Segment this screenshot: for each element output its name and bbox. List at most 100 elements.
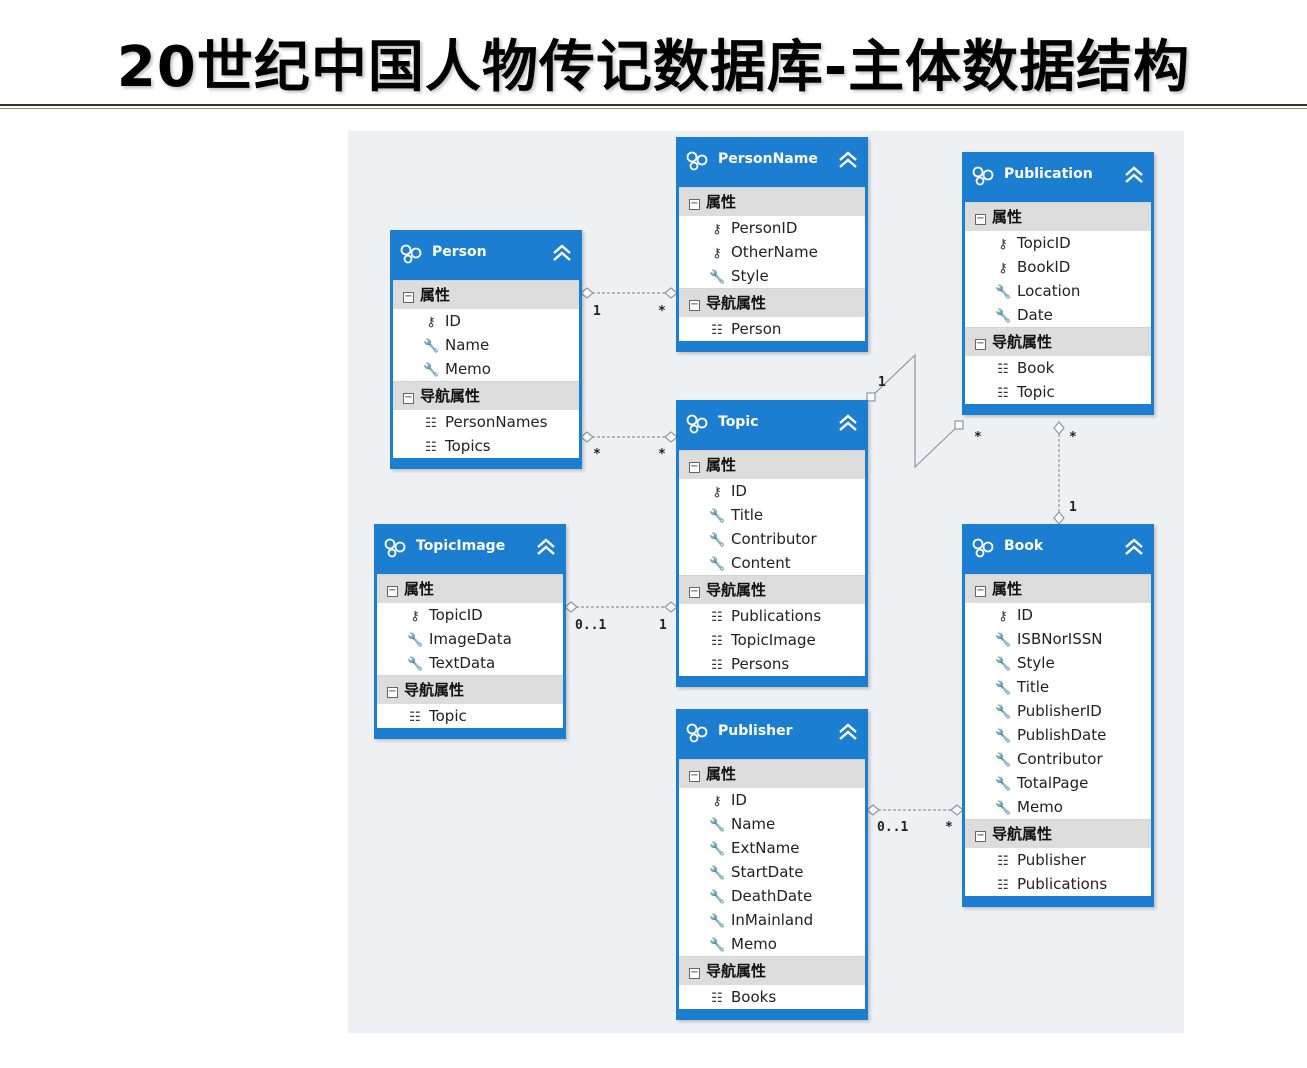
collapse-chevron-icon[interactable] — [535, 536, 557, 558]
section-navigation[interactable]: −导航属性 — [393, 381, 579, 410]
entity-header[interactable]: Book — [965, 527, 1151, 574]
property-row[interactable]: 🔧Contributor — [679, 527, 865, 551]
property-row[interactable]: ⚷TopicID — [377, 603, 563, 627]
section-properties[interactable]: −属性 — [377, 574, 563, 603]
entity-header[interactable]: Topic — [679, 403, 865, 450]
property-row[interactable]: 🔧Content — [679, 551, 865, 575]
property-row[interactable]: ⚷TopicID — [965, 231, 1151, 255]
property-row[interactable]: 🔧Date — [965, 303, 1151, 327]
collapse-minus-icon[interactable]: − — [403, 291, 414, 303]
property-row[interactable]: 🔧Location — [965, 279, 1151, 303]
property-row[interactable]: ⚷ID — [679, 788, 865, 812]
collapse-minus-icon[interactable]: − — [689, 198, 700, 210]
collapse-minus-icon[interactable]: − — [387, 686, 398, 698]
section-navigation[interactable]: −导航属性 — [377, 675, 563, 704]
entity-icon — [686, 414, 708, 434]
collapse-minus-icon[interactable]: − — [403, 392, 414, 404]
property-row[interactable]: 🔧Style — [965, 651, 1151, 675]
nav-property-row[interactable]: ☷Topic — [965, 380, 1151, 404]
section-properties[interactable]: −属性 — [679, 187, 865, 216]
property-name: Date — [1017, 306, 1053, 324]
property-row[interactable]: ⚷ID — [679, 479, 865, 503]
entity-topicimage[interactable]: TopicImage−属性⚷TopicID🔧ImageData🔧TextData… — [374, 524, 566, 739]
section-properties[interactable]: −属性 — [965, 202, 1151, 231]
nav-property-row[interactable]: ☷Persons — [679, 652, 865, 676]
wrench-icon: 🔧 — [423, 339, 440, 354]
entity-header[interactable]: Publication — [965, 155, 1151, 202]
property-row[interactable]: 🔧InMainland — [679, 908, 865, 932]
entity-person[interactable]: Person−属性⚷ID🔧Name🔧Memo−导航属性☷PersonNames☷… — [390, 230, 582, 469]
nav-property-row[interactable]: ☷PersonNames — [393, 410, 579, 434]
property-row[interactable]: 🔧Memo — [965, 795, 1151, 819]
property-row[interactable]: 🔧DeathDate — [679, 884, 865, 908]
property-row[interactable]: 🔧Style — [679, 264, 865, 288]
collapse-minus-icon[interactable]: − — [689, 586, 700, 598]
property-row[interactable]: 🔧Memo — [393, 357, 579, 381]
section-navigation[interactable]: −导航属性 — [679, 288, 865, 317]
property-row[interactable]: 🔧PublisherID — [965, 699, 1151, 723]
nav-property-row[interactable]: ☷Books — [679, 985, 865, 1009]
entity-book[interactable]: Book−属性⚷ID🔧ISBNorISSN🔧Style🔧Title🔧Publis… — [962, 524, 1154, 907]
collapse-minus-icon[interactable]: − — [689, 967, 700, 979]
collapse-chevron-icon[interactable] — [837, 412, 859, 434]
property-name: Title — [731, 506, 764, 524]
property-row[interactable]: ⚷ID — [393, 309, 579, 333]
entity-header[interactable]: Person — [393, 233, 579, 280]
property-row[interactable]: 🔧ImageData — [377, 627, 563, 651]
section-properties[interactable]: −属性 — [679, 759, 865, 788]
property-row[interactable]: 🔧ISBNorISSN — [965, 627, 1151, 651]
section-navigation[interactable]: −导航属性 — [679, 575, 865, 604]
collapse-minus-icon[interactable]: − — [975, 213, 986, 225]
collapse-minus-icon[interactable]: − — [975, 338, 986, 350]
nav-property-row[interactable]: ☷Publications — [965, 872, 1151, 896]
collapse-chevron-icon[interactable] — [837, 721, 859, 743]
nav-property-row[interactable]: ☷Publications — [679, 604, 865, 628]
collapse-chevron-icon[interactable] — [837, 149, 859, 171]
property-row[interactable]: 🔧Memo — [679, 932, 865, 956]
property-row[interactable]: 🔧Title — [965, 675, 1151, 699]
property-row[interactable]: 🔧Name — [393, 333, 579, 357]
property-row[interactable]: 🔧Title — [679, 503, 865, 527]
section-navigation[interactable]: −导航属性 — [965, 327, 1151, 356]
nav-property-row[interactable]: ☷Topics — [393, 434, 579, 458]
collapse-minus-icon[interactable]: − — [975, 830, 986, 842]
section-navigation[interactable]: −导航属性 — [965, 819, 1151, 848]
entity-publisher[interactable]: Publisher−属性⚷ID🔧Name🔧ExtName🔧StartDate🔧D… — [676, 709, 868, 1020]
collapse-minus-icon[interactable]: − — [387, 585, 398, 597]
nav-property-row[interactable]: ☷TopicImage — [679, 628, 865, 652]
property-row[interactable]: 🔧TextData — [377, 651, 563, 675]
collapse-minus-icon[interactable]: − — [689, 461, 700, 473]
nav-property-row[interactable]: ☷Topic — [377, 704, 563, 728]
property-row[interactable]: 🔧Name — [679, 812, 865, 836]
property-row[interactable]: 🔧StartDate — [679, 860, 865, 884]
collapse-minus-icon[interactable]: − — [689, 770, 700, 782]
section-properties[interactable]: −属性 — [965, 574, 1151, 603]
section-label: 属性 — [992, 580, 1023, 598]
nav-property-row[interactable]: ☷Person — [679, 317, 865, 341]
entity-header[interactable]: PersonName — [679, 140, 865, 187]
property-row[interactable]: ⚷ID — [965, 603, 1151, 627]
nav-property-row[interactable]: ☷Publisher — [965, 848, 1151, 872]
entity-header[interactable]: Publisher — [679, 712, 865, 759]
collapse-chevron-icon[interactable] — [551, 242, 573, 264]
entity-publication[interactable]: Publication−属性⚷TopicID⚷BookID🔧Location🔧D… — [962, 152, 1154, 415]
section-properties[interactable]: −属性 — [393, 280, 579, 309]
section-properties[interactable]: −属性 — [679, 450, 865, 479]
property-row[interactable]: ⚷PersonID — [679, 216, 865, 240]
section-navigation[interactable]: −导航属性 — [679, 956, 865, 985]
property-row[interactable]: 🔧PublishDate — [965, 723, 1151, 747]
collapse-chevron-icon[interactable] — [1123, 164, 1145, 186]
property-row[interactable]: 🔧TotalPage — [965, 771, 1151, 795]
property-name: Memo — [445, 360, 491, 378]
nav-property-row[interactable]: ☷Book — [965, 356, 1151, 380]
collapse-minus-icon[interactable]: − — [689, 299, 700, 311]
collapse-chevron-icon[interactable] — [1123, 536, 1145, 558]
entity-topic[interactable]: Topic−属性⚷ID🔧Title🔧Contributor🔧Content−导航… — [676, 400, 868, 687]
property-row[interactable]: 🔧ExtName — [679, 836, 865, 860]
entity-header[interactable]: TopicImage — [377, 527, 563, 574]
collapse-minus-icon[interactable]: − — [975, 585, 986, 597]
entity-personname[interactable]: PersonName−属性⚷PersonID⚷OtherName🔧Style−导… — [676, 137, 868, 352]
property-row[interactable]: 🔧Contributor — [965, 747, 1151, 771]
property-row[interactable]: ⚷BookID — [965, 255, 1151, 279]
property-row[interactable]: ⚷OtherName — [679, 240, 865, 264]
